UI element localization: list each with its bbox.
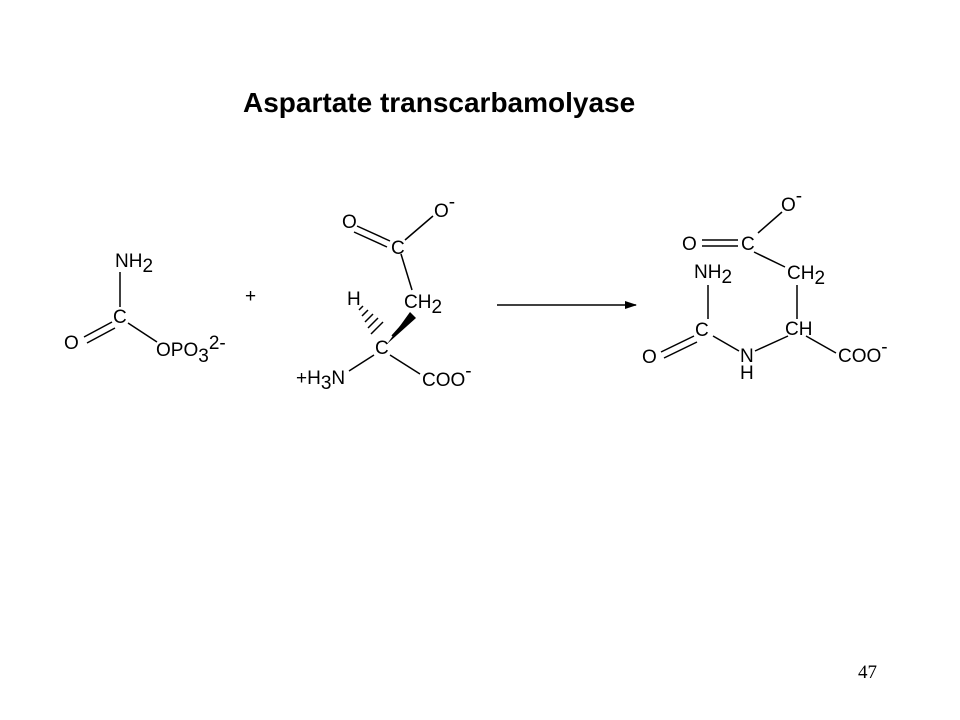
bond-c-o-double-2: [663, 341, 698, 359]
bond-c-ominus: [757, 211, 783, 234]
oxygen-left-label: O: [682, 234, 697, 255]
nitrogen-label: N: [740, 346, 754, 367]
phosphate-label: OPO32-: [156, 333, 226, 367]
hashed-bond: [358, 305, 384, 335]
bond-c-o-double-1: [660, 335, 695, 353]
bond-n-ch: [754, 335, 789, 352]
bond-calpha-coo: [389, 354, 421, 375]
bond-c-ominus: [404, 215, 434, 241]
bond-c-o-double-1: [83, 321, 113, 338]
bond-calpha-n: [348, 354, 375, 372]
nh2-label: NH2: [694, 262, 732, 288]
carbamoyl-aspartate: O- O C NH2 CH2 C CH O N H COO-: [642, 186, 888, 384]
carbon-label: C: [113, 307, 127, 328]
carboxylate-oxygen-label: O-: [434, 192, 455, 222]
carboxylate-label: COO-: [422, 361, 472, 391]
carboxylate-label: COO-: [838, 337, 888, 367]
slide-title: Aspartate transcarbamolyase: [243, 87, 636, 118]
hydrogen-label: H: [347, 289, 361, 310]
carboxyl-carbon-label: C: [391, 238, 405, 259]
aspartate: O O- C CH2 H C +H3N COO-: [296, 192, 472, 394]
bond-o-c-double-1: [356, 225, 391, 242]
nh-hydrogen-label: H: [740, 363, 754, 384]
bond-c-o-double-2: [86, 327, 116, 344]
bond-ch-coo: [805, 335, 837, 354]
wedge-bond: [387, 312, 416, 344]
nh2-label: NH2: [115, 251, 153, 277]
bond-c-n: [712, 335, 740, 352]
plus-sign: +: [245, 286, 256, 307]
ch2-label: CH2: [404, 292, 442, 318]
carboxylate-oxygen-label: O-: [781, 186, 802, 216]
page-number: 47: [858, 662, 877, 683]
alpha-carbon-label: C: [375, 338, 389, 359]
ammonium-label: +H3N: [296, 368, 345, 394]
oxygen-label: O: [64, 333, 79, 354]
bond-c-ch2: [753, 251, 786, 268]
oxygen-top-label: O: [342, 212, 357, 233]
carbamoyl-phosphate: NH2 C O OPO32-: [64, 251, 226, 367]
bond-o-c-double-2: [353, 231, 388, 248]
ch2-label: CH2: [787, 263, 825, 289]
ch-label: CH: [785, 319, 812, 340]
urea-oxygen-label: O: [642, 347, 657, 368]
bond-c-ch2: [400, 253, 413, 291]
bond-c-opo3: [127, 322, 158, 343]
urea-carbon-label: C: [695, 320, 709, 341]
carboxyl-carbon-label: C: [741, 234, 755, 255]
